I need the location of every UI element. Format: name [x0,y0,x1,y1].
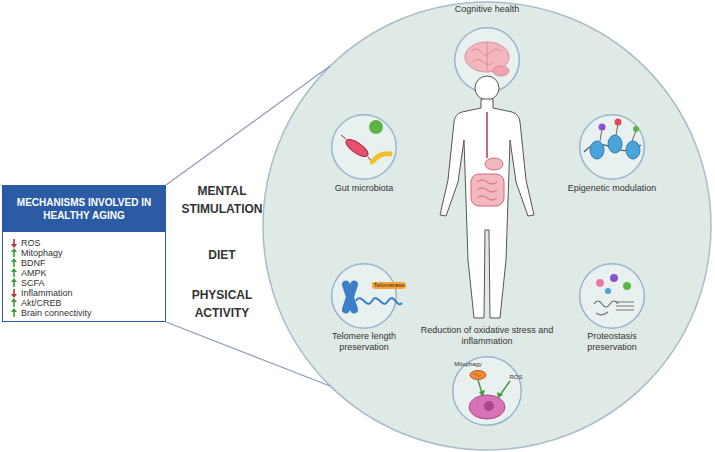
human-figure-part [471,174,504,206]
factor-label: PHYSICAL ACTIVITY [172,286,272,322]
circle-outline [579,263,645,329]
outer-circle [263,2,711,450]
circle-label: Telomere length preservation [319,331,409,352]
mechanism-item: AMPK [21,268,161,278]
mechanism-item: Mitophagy [21,248,161,258]
mechanism-item: Brain connectivity [21,308,161,318]
circle-shape [332,264,397,329]
leader-line [166,66,330,185]
human-figure [440,76,534,318]
circle-label: Gut microbiota [304,183,424,194]
human-figure-part [477,180,497,200]
circle-shape [332,115,397,180]
circle-outline [331,114,397,180]
mechanism-item: Inflammation [21,288,161,298]
theme-circle: Reduction of oxidative stress and inflam… [452,356,522,426]
circle-outline [331,263,397,329]
leader-line [166,322,330,386]
mechanism-item: BDNF [21,258,161,268]
theme-circle: Gut microbiota [331,114,397,180]
mechanism-box: MECHANISMS INVOLVED IN HEALTHY AGING ROSM… [2,185,166,322]
circle-outline [454,27,520,93]
factor-label: DIET [172,246,272,264]
circle-shape [580,264,645,329]
circle-label: Reduction of oxidative stress and inflam… [412,325,562,346]
theme-circle: Telomere length preservationTelomerase [331,263,397,329]
mechanism-item: ROS [21,238,161,248]
tiny-label: Mitophagy [448,361,488,368]
tiny-label: Telomerase [372,282,406,289]
mechanism-item: SCFA [21,278,161,288]
circle-label: Epigenetic modulation [552,183,672,194]
circle-shape [453,357,522,426]
theme-circle: Epigenetic modulation [579,114,645,180]
factor-label: MENTAL STIMULATION [172,182,272,218]
tiny-label: ROS [504,374,528,381]
circle-label: Proteostasis preservation [567,331,657,352]
circle-shape [580,115,645,180]
human-figure-part [485,158,503,170]
mechanism-item: Akt/CREB [21,298,161,308]
circle-label: Cognitive health [422,4,552,15]
human-figure-part [440,99,534,318]
circle-outline [579,114,645,180]
theme-circle: Cognitive health [454,27,520,93]
circle-shape [455,28,520,93]
human-figure-part [486,112,488,158]
box-heading: MECHANISMS INVOLVED IN HEALTHY AGING [3,186,165,232]
theme-circle: Proteostasis preservation [579,263,645,329]
